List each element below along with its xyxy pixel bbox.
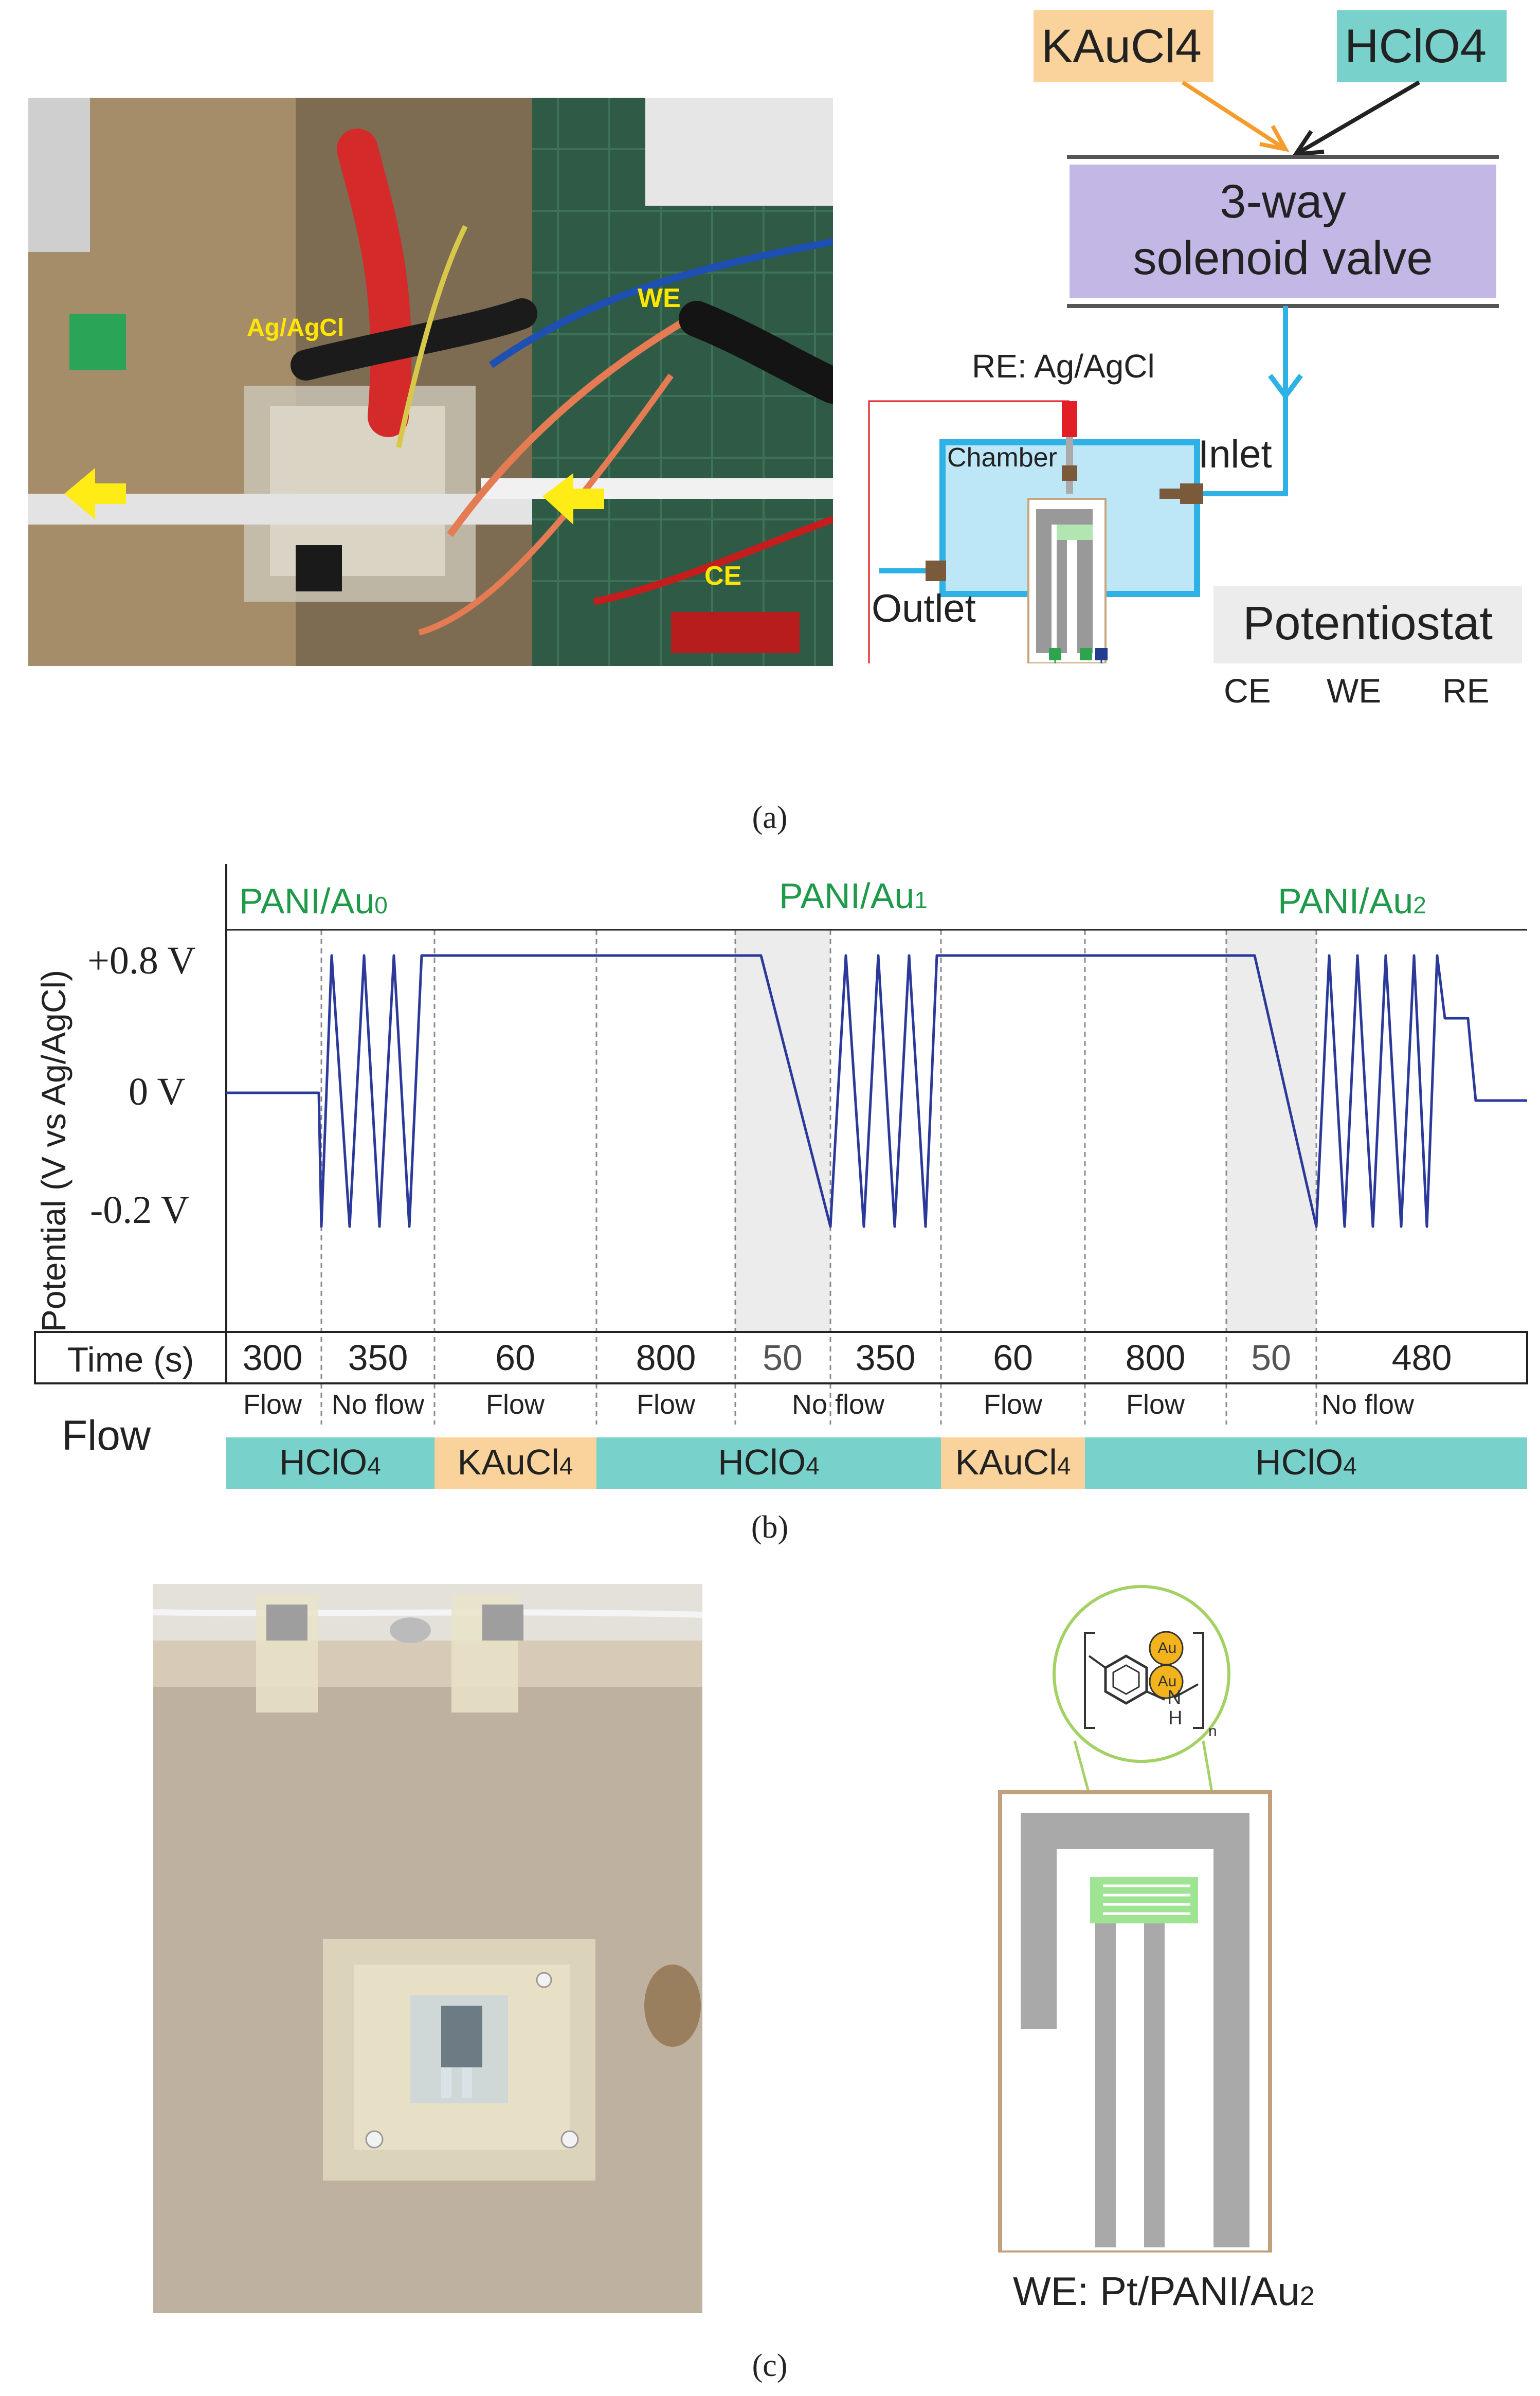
molecule-inset [1053,1585,1230,1763]
solution-bar-label: KAuCl4 [955,1442,1071,1482]
ytick-plus08: +0.8 V [87,939,196,982]
caption-b: (b) [751,1510,789,1545]
valve-label-line1: 3-way [1220,175,1346,228]
n-label: N [1167,1687,1182,1708]
flow-state-label: Flow [983,1389,1042,1420]
solenoid-valve [1070,165,1496,298]
chamber-photo [153,1584,702,2313]
valve-label-line2: solenoid valve [1133,232,1433,284]
time-cell: 350 [855,1338,916,1378]
photo-label-agagcl: Ag/AgCl [247,314,345,341]
ytick-zero: 0 V [129,1070,186,1113]
shade-1 [735,930,830,1332]
time-cell: 60 [495,1338,535,1378]
bar-hclo4-2 [596,1437,941,1489]
solution-bar-label: HClO4 [1255,1442,1357,1482]
flow-state-label: Flow [636,1389,695,1420]
hclo4-arrow [1294,80,1421,156]
bar-kaucl4-1 [434,1437,596,1489]
solution-bar-label: HClO4 [718,1442,820,1482]
h-label: H [1168,1707,1183,1729]
inlet-tube [1203,306,1288,496]
stage-label-au0: PANI/Au0 [239,881,388,921]
label-kaucl4: KAuCl4 [1041,20,1202,73]
au-particle-2 [1149,1664,1184,1699]
photo-label-ce: CE [704,561,742,591]
y-axis-label: Potential (V vs Ag/AgCl) [34,969,73,1332]
time-cell: 50 [763,1338,803,1378]
solution-bar-label: KAuCl4 [457,1442,573,1482]
re-wire [868,400,1070,663]
counter-electrode [1021,1813,1249,1849]
time-cell: 50 [1251,1338,1291,1378]
label-hclo4: HClO4 [1345,20,1487,73]
label-re: RE [1442,672,1490,710]
flow-state-label: Flow [485,1389,545,1420]
time-cell: 300 [242,1338,303,1378]
time-cell: 800 [1125,1338,1186,1378]
stage-label-au1: PANI/Au1 [779,876,928,916]
potentiostat-box [1213,586,1522,663]
stage-label-au2: PANI/Au2 [1278,881,1426,921]
working-electrode [1095,1882,1116,2247]
n-subscript: n [1208,1723,1217,1740]
time-cell: 480 [1391,1338,1452,1378]
label-chamber: Chamber [947,443,1057,473]
kaucl4-arrow [1181,80,1287,151]
flow-state-label: No flow [791,1389,885,1420]
solution-bar-label: HClO4 [279,1442,381,1482]
time-header: Time (s) [67,1340,194,1379]
flow-state-label: No flow [1321,1389,1415,1420]
ytick-minus02: -0.2 V [90,1188,189,1232]
flow-state-label: Flow [1126,1389,1185,1420]
time-cell: 800 [636,1338,696,1378]
label-inlet: Inlet [1198,433,1272,476]
bar-kaucl4-2 [941,1437,1085,1489]
schematic-diagram [868,10,1522,663]
potential-chart [34,864,1528,1489]
setup-photo [28,98,833,666]
au-label-2: Au [1157,1673,1177,1690]
caption-a: (a) [752,800,788,835]
potential-trace [226,954,1527,1228]
label-we: WE [1327,672,1382,710]
time-table [34,1331,1528,1384]
hclo4-box [1337,10,1507,82]
pani-au-film [1090,1877,1198,1923]
label-ce: CE [1224,672,1271,710]
bar-hclo4-1 [226,1437,434,1489]
flow-state-label: No flow [331,1389,425,1420]
time-cell: 60 [993,1338,1033,1378]
time-cell: 350 [348,1338,408,1378]
flow-header: Flow [62,1412,151,1459]
label-outlet: Outlet [872,587,976,630]
au-label-1: Au [1157,1640,1177,1656]
electrode-schematic [998,1585,1272,2253]
kaucl4-box [1034,10,1213,82]
shade-2 [1226,930,1316,1332]
caption-c: (c) [752,2348,788,2383]
we-caption: WE: Pt/PANI/Au2 [1013,2268,1315,2314]
label-potentiostat: Potentiostat [1243,597,1493,650]
photo-label-we: WE [638,283,681,313]
bar-hclo4-3 [1085,1437,1527,1489]
label-re-agagcl: RE: Ag/AgCl [972,348,1155,385]
flow-state-label: Flow [243,1389,302,1420]
